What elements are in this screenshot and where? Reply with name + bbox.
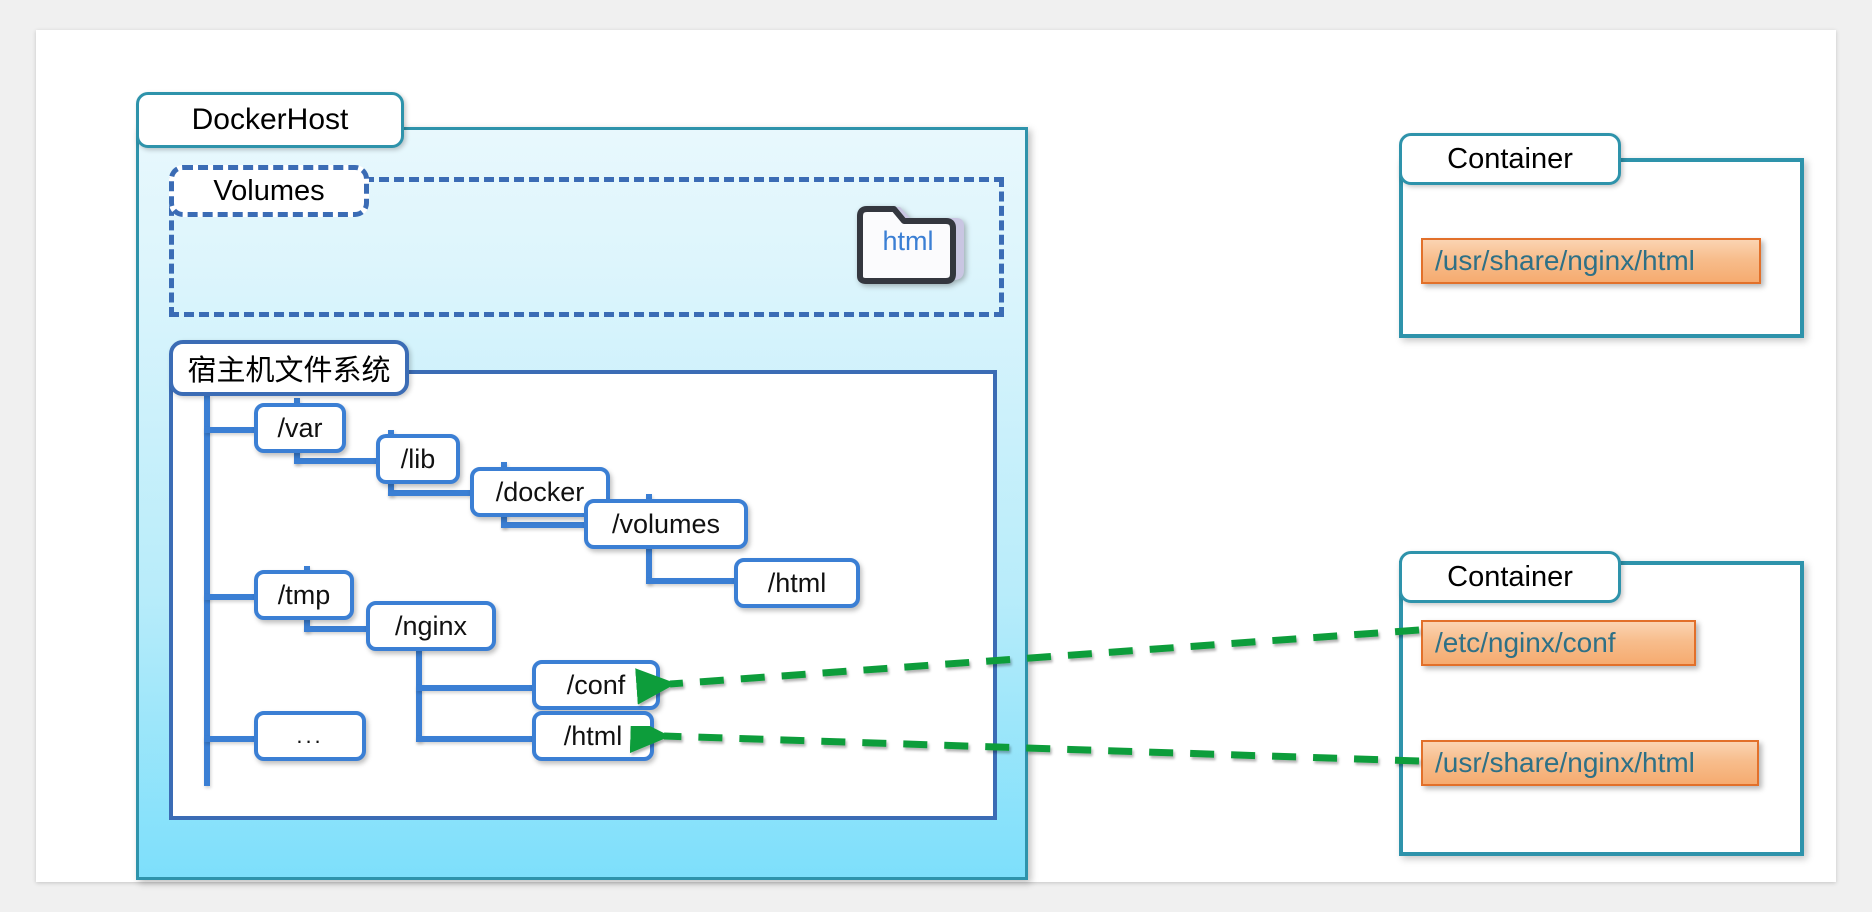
volumes-region bbox=[169, 177, 1004, 317]
tree-connector-tmp-nginx-h bbox=[304, 626, 394, 632]
folder-icon bbox=[854, 202, 972, 284]
tree-connector-var bbox=[204, 427, 258, 433]
tree-node-lib[interactable]: /lib bbox=[376, 434, 460, 484]
tree-connector-ellipsis bbox=[204, 736, 258, 742]
tree-connector-tmp bbox=[204, 594, 258, 600]
tree-node-ellipsis[interactable]: ... bbox=[254, 711, 366, 761]
tree-connector-lib-docker-h bbox=[388, 490, 474, 496]
container-box-2 bbox=[1399, 561, 1804, 856]
tree-node-volumes[interactable]: /volumes bbox=[584, 499, 748, 549]
container-2-path-etc-nginx-conf[interactable]: /etc/nginx/conf bbox=[1421, 620, 1696, 666]
tree-node-var[interactable]: /var bbox=[254, 403, 346, 453]
container-title-1: Container bbox=[1399, 133, 1621, 185]
tree-connector-nginx-html bbox=[416, 736, 540, 742]
tree-node-tmp[interactable]: /tmp bbox=[254, 570, 354, 620]
tree-connector-spine bbox=[204, 396, 210, 786]
tree-connector-var-lib-h bbox=[294, 458, 380, 464]
tree-connector-docker-volumes-h bbox=[501, 522, 587, 528]
container-1-path-usr-share-nginx-html[interactable]: /usr/share/nginx/html bbox=[1421, 238, 1761, 284]
diagram-sheet: DockerHost Volumes html 宿主机文件系统 bbox=[36, 30, 1836, 882]
tree-connector-nginx-conf bbox=[416, 685, 540, 691]
container-2-path-usr-share-nginx-html[interactable]: /usr/share/nginx/html bbox=[1421, 740, 1759, 786]
volumes-title: Volumes bbox=[169, 165, 369, 217]
tree-node-conf[interactable]: /conf bbox=[532, 660, 660, 710]
tree-node-nginx[interactable]: /nginx bbox=[366, 601, 496, 651]
dockerhost-title: DockerHost bbox=[136, 92, 404, 148]
host-filesystem-title: 宿主机文件系统 bbox=[169, 340, 409, 396]
tree-connector-volumes-html-h bbox=[646, 578, 738, 584]
tree-node-html-bind[interactable]: /html bbox=[532, 711, 654, 761]
folder-label: html bbox=[882, 226, 934, 256]
tree-node-html-volume[interactable]: /html bbox=[734, 558, 860, 608]
container-title-2: Container bbox=[1399, 551, 1621, 603]
